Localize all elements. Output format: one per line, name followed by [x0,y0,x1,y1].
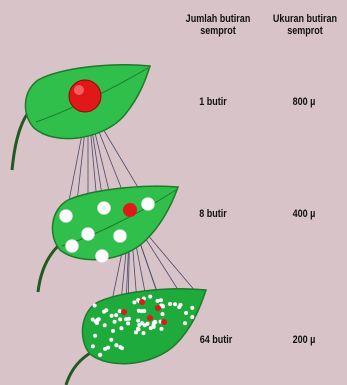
white-droplet [142,198,155,211]
header-size-line2: semprot [270,25,341,37]
red-droplet-highlight [74,85,84,95]
tiny-droplet [168,302,172,306]
leaf-small-drops [66,289,206,385]
tiny-droplet [190,306,194,310]
tiny-droplet [143,323,147,327]
tiny-droplet [153,320,157,324]
tiny-droplet [103,347,107,351]
tiny-droplet [110,314,114,318]
tiny-droplet [139,309,143,313]
tiny-red-droplet [147,315,153,321]
tiny-droplet [94,320,98,324]
tiny-droplet [113,320,117,324]
tiny-droplet [132,300,136,304]
header-size-line1: Ukuran butiran [270,13,341,25]
leaf-2-stem [38,246,58,292]
tiny-droplet [173,302,177,306]
tiny-droplet [190,315,194,319]
tiny-droplet [184,311,188,315]
tiny-droplet [91,344,95,348]
tiny-droplet [156,299,160,303]
header-count-line2: semprot [180,25,255,37]
tiny-droplet [119,326,123,330]
row-1-size: 800 µ [279,96,328,108]
leaf-3-stem [66,352,92,385]
tiny-droplet [98,353,102,357]
tiny-droplet [152,325,156,329]
tiny-droplet [93,334,97,338]
tiny-droplet [177,305,181,309]
leaf-large-drop [12,65,150,170]
red-droplet-400 [123,203,137,217]
white-droplet [66,240,79,253]
tiny-red-droplet [161,319,167,325]
tiny-droplet [161,312,165,316]
row-3-count: 64 butir [191,334,240,346]
tiny-droplet [93,304,97,308]
tiny-droplet [134,330,138,334]
white-droplet [96,250,109,263]
header-count-line1: Jumlah butiran [180,13,255,25]
red-droplet-800 [69,80,101,112]
white-droplet [82,228,95,241]
tiny-droplet [161,305,165,309]
tiny-droplet [126,321,130,325]
tiny-droplet [103,323,107,327]
tiny-droplet [148,295,152,299]
tiny-droplet [111,329,115,333]
white-droplet [60,210,73,223]
tiny-droplet [159,298,163,302]
header-size: Ukuran butiran semprot [270,13,341,37]
tiny-droplet [136,327,140,331]
tiny-droplet [104,308,108,312]
tiny-droplet [118,317,122,321]
tiny-droplet [118,345,122,349]
row-2-count: 8 butir [191,208,235,220]
row-3-size: 200 µ [279,334,328,346]
row-2-size: 400 µ [279,208,328,220]
tiny-red-droplet [155,305,161,311]
tiny-red-droplet [121,309,127,315]
tiny-droplet [114,313,118,317]
tiny-droplet [109,338,113,342]
leaf-medium-drops [38,186,178,292]
white-droplet [114,230,127,243]
white-droplet [98,202,111,215]
tiny-droplet [114,343,118,347]
tiny-droplet [183,321,187,325]
tiny-droplet [142,331,146,335]
tiny-droplet [136,319,140,323]
tiny-red-droplet [139,299,145,305]
header-count: Jumlah butiran semprot [180,13,255,37]
tiny-droplet [160,327,164,331]
tiny-droplet [124,317,128,321]
row-1-count: 1 butir [191,96,235,108]
